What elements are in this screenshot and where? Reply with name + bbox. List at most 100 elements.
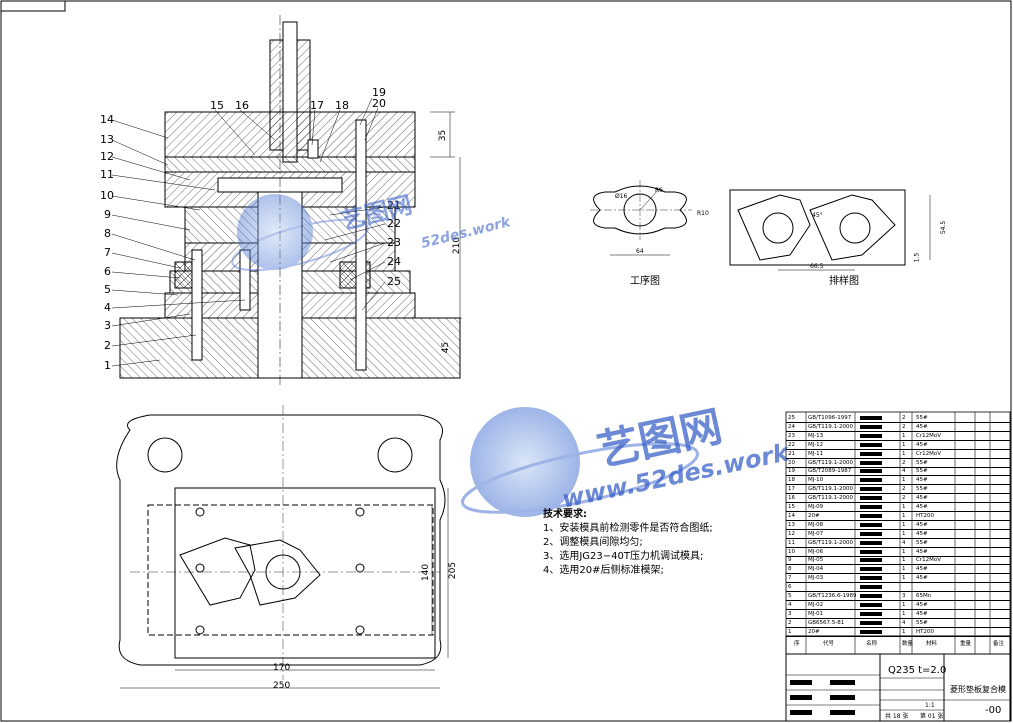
bom-name-redaction [860,629,882,634]
part-label-15: 15 [210,99,224,112]
bom-cell-material: 55# [916,415,928,421]
bom-cell-qty: 1 [902,628,906,635]
bom-cell-qty: 1 [902,566,906,573]
bom-cell-qty: 1 [902,432,906,439]
dim-pitch: 66.5 [810,263,824,270]
dim-35: 35 [438,129,449,142]
bom-row-divider [786,555,1010,557]
bom-header-mat: 材料 [926,641,938,647]
bom-row-divider [786,448,1010,450]
bom-cell-code: MJ-08 [808,521,824,528]
requirement-3: 3、选用JG23−40T压力机调试模具; [543,551,704,562]
bom-cell-material: Cr12MoV [916,450,941,457]
bom-cell-code: MJ-01 [808,610,824,617]
bom-name-redaction [860,567,882,572]
bom-cell-material: 55# [916,459,928,466]
bom-cell-code: GB/T119.1-2000 [808,539,853,546]
bom-cell-code: GB/T119.1-2000 [808,423,853,430]
bom-name-redaction [860,487,882,492]
part-label-4: 4 [104,301,111,314]
bom-cell-no: 11 [788,539,795,546]
bom-row-divider [786,528,1010,530]
bom-cell-material: 55# [916,468,928,475]
part-label-10: 10 [100,189,114,202]
bom-cell-code: MJ-09 [808,504,824,510]
bom-cell-qty: 1 [902,512,906,519]
plan-view [116,405,449,689]
bom-name-redaction [860,540,882,545]
bom-cell-material: 45# [916,495,928,502]
bom-cell-no: 18 [788,477,795,484]
bom-row-divider [786,626,1010,628]
dim-r10: R10 [697,210,709,217]
bom-header-weight: 重量 [960,641,972,647]
title-scale: 1:1 [925,702,935,709]
bom-row-divider [786,439,1010,441]
bom-name-redaction [860,469,882,474]
watermark-globe-large [461,407,699,517]
title-sheet-total: 共 18 张 [885,713,909,720]
corner-box [0,0,66,12]
bom-cell-material: 45# [916,575,928,582]
bom-cell-material: 45# [916,504,928,510]
part-label-7: 7 [104,246,111,259]
caption-process: 工序图 [630,276,660,287]
part-label-8: 8 [104,227,111,240]
dim-205: 205 [448,561,459,580]
bom-cell-material: 55# [916,619,928,626]
watermark-globe-small [231,194,369,272]
bom-name-redaction [860,433,882,438]
bom-cell-no: 1 [788,628,792,635]
bom-cell-code: GB6567.5-81 [808,619,845,626]
requirement-2: 2、调整模具间隙均匀; [543,537,643,548]
part-label-23: 23 [387,236,401,249]
bom-row-divider [786,475,1010,477]
part-label-3: 3 [104,319,111,332]
bom-cell-code: GB/T119.1-2000 [808,495,853,502]
bom-cell-no: 10 [788,548,795,555]
bom-cell-code: MJ-04 [808,566,824,573]
bom-name-redaction [860,460,882,465]
bom-cell-material: 45# [916,477,928,484]
bom-row-divider [786,466,1010,468]
bom-name-redaction [860,558,882,563]
bom-cell-material: 45# [916,548,928,555]
bom-name-redaction [860,478,882,483]
part-label-16: 16 [235,99,249,112]
requirement-4: 4、选用20#后侧标准模架; [543,565,664,576]
bom-cell-code: MJ-12 [808,441,824,448]
bom-cell-qty: 3 [902,593,906,599]
bom-row-divider [786,635,1010,637]
bom-header-code: 代号 [823,641,835,647]
dim-64: 64 [636,248,644,255]
bom-name-redaction [860,522,882,527]
bom-cell-no: 9 [788,557,792,564]
bom-cell-qty: 1 [902,601,906,608]
part-label-1: 1 [104,359,111,372]
bom-row-divider [786,591,1010,593]
dim-250: 250 [273,681,291,691]
dim-height-blank: 54.5 [940,220,948,235]
bom-cell-qty: 2 [902,423,906,430]
bom-cell-no: 12 [788,530,795,537]
bom-cell-no: 17 [788,486,795,493]
bom-cell-material: 55# [916,539,928,546]
bom-cell-qty: 4 [902,539,906,546]
dim-angle: 45° [812,212,823,219]
part-label-21: 21 [387,199,401,212]
bom-cell-material: Cr12MoV [916,432,941,439]
bom-cell-no: 23 [788,432,795,439]
bom-name-redaction [860,416,882,420]
bom-cell-no: 16 [788,495,795,502]
part-label-20: 20 [372,97,386,110]
part-label-14: 14 [100,113,114,126]
part-label-24: 24 [387,255,401,268]
bom-cell-no: 5 [788,593,792,599]
bom-name-redaction [860,602,882,607]
bom-cell-no: 3 [788,610,792,617]
requirements-title: 技术要求: [543,509,587,520]
bom-cell-code: GB/T1236.6-1989 [808,593,857,599]
bom-cell-code: 20# [808,512,820,519]
